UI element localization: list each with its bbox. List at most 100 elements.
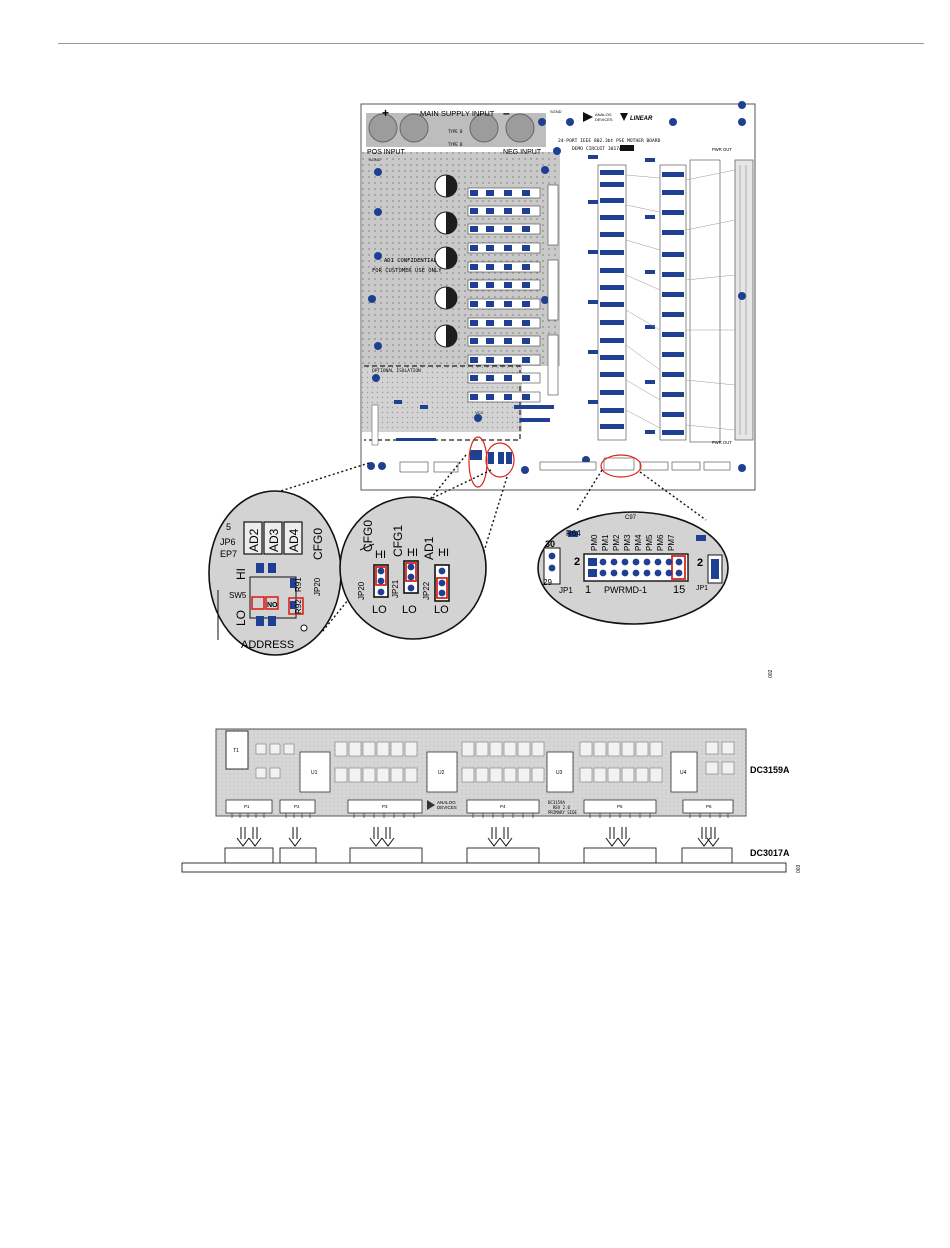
pm-4: PM4 bbox=[634, 534, 643, 551]
zoom-jumpers bbox=[339, 496, 487, 640]
dc-p5: P5 bbox=[617, 804, 623, 809]
dc-silk-dc: DC3159A bbox=[548, 800, 565, 805]
header-rule bbox=[58, 43, 924, 44]
dc-p4: P4 bbox=[500, 804, 506, 809]
pos-input-label: POS INPUT bbox=[367, 149, 405, 156]
addr-address: ADDRESS bbox=[241, 639, 294, 651]
jp-hi-1: HI bbox=[375, 549, 386, 561]
sgnd-label: SGND bbox=[550, 109, 562, 114]
jp-jp21: JP21 bbox=[391, 579, 400, 598]
supply-inputs: + – TYPE B TYPE B bbox=[366, 106, 546, 147]
pwrmd-2b: 2 bbox=[697, 557, 703, 569]
addr-jp20: JP20 bbox=[313, 577, 322, 596]
pwrmd-c97: C97 bbox=[625, 515, 637, 521]
lower-left-area bbox=[371, 400, 731, 488]
dc-p6: P6 bbox=[706, 804, 712, 809]
svg-text:TYPE B: TYPE B bbox=[448, 129, 463, 134]
daughter-card-name: DC3159A bbox=[750, 765, 790, 775]
logo-analog: ANALOG bbox=[595, 112, 612, 117]
jp-ad1: AD1 bbox=[422, 536, 436, 560]
vcc-label: VCC bbox=[475, 410, 484, 415]
pwrmd-r64: R64 bbox=[566, 529, 581, 538]
addr-ad3: AD3 bbox=[267, 528, 281, 552]
svg-text:–: – bbox=[503, 106, 510, 120]
dc-logo-analog: ANALOG bbox=[437, 800, 456, 805]
addr-r91: R91 bbox=[294, 577, 303, 592]
jp-jp22: JP22 bbox=[422, 581, 431, 600]
dc-p2: P2 bbox=[294, 804, 300, 809]
jp-lo-3: LO bbox=[434, 604, 449, 616]
dc-p1: P1 bbox=[244, 804, 250, 809]
jp-hi-3: HI bbox=[438, 547, 449, 559]
zoom-address bbox=[208, 490, 342, 656]
pwr-out-bottom-label: PWR OUT bbox=[712, 440, 732, 445]
pm-7: PM7 bbox=[667, 534, 676, 551]
zoom-pwrmd bbox=[537, 511, 729, 625]
svg-text:+: + bbox=[382, 106, 389, 120]
pwrmd-1: 1 bbox=[585, 584, 591, 596]
logo-devices: DEVICES bbox=[595, 117, 613, 122]
demo-suffix-box bbox=[620, 145, 634, 151]
addr-five: 5 bbox=[226, 522, 231, 532]
dc-logo-devices: DEVICES bbox=[437, 805, 457, 810]
board-logo bbox=[583, 112, 628, 122]
pm-1: PM1 bbox=[601, 534, 610, 551]
adi-confidential-label: ADI CONFIDENTIAL bbox=[384, 258, 438, 264]
figure-daughter-card: T1 U1 U2 U3 U4 P1 P2 P3 P4 P5 P6 DC3159A… bbox=[181, 728, 802, 873]
bulk-capacitors bbox=[434, 174, 458, 348]
jp-jp20: JP20 bbox=[357, 581, 366, 600]
dc-u2: U2 bbox=[438, 770, 445, 776]
mating-arrows bbox=[236, 827, 720, 847]
logo-linear: LINEAR bbox=[630, 116, 653, 122]
jp-hi-2: HI bbox=[407, 547, 418, 559]
pm-5: PM5 bbox=[645, 534, 654, 551]
dc-u3: U3 bbox=[556, 770, 563, 776]
demo-circuit-label: DEMO CIRCUIT 3017A bbox=[572, 146, 622, 152]
dc-p3: P3 bbox=[382, 804, 388, 809]
main-supply-label: MAIN SUPPLY INPUT bbox=[420, 109, 495, 118]
port-components bbox=[588, 155, 736, 443]
optional-isolation-label: OPTIONAL ISOLATION bbox=[372, 368, 421, 374]
addr-ad4: AD4 bbox=[287, 528, 301, 552]
dc-t1: T1 bbox=[233, 748, 239, 754]
addr-cfg0: CFG0 bbox=[311, 528, 325, 560]
customer-use-label: FOR CUSTOMER USE ONLY bbox=[372, 268, 442, 274]
figure2-code: 003 bbox=[796, 864, 802, 873]
neg-input-label: NEG INPUT bbox=[503, 149, 542, 156]
svg-text:TYPE B: TYPE B bbox=[448, 142, 463, 147]
mother-board-edge bbox=[181, 847, 787, 873]
mounting-holes bbox=[367, 101, 746, 474]
pwrmd-jp1: JP1 bbox=[559, 586, 573, 595]
pm-2: PM2 bbox=[612, 534, 621, 551]
left-component-rows bbox=[467, 184, 559, 403]
pcb-board bbox=[360, 103, 756, 491]
pm-6: PM6 bbox=[656, 534, 665, 551]
addr-no: NO bbox=[267, 602, 278, 609]
addr-r92: R92 bbox=[294, 599, 303, 614]
addr-ad2: AD2 bbox=[247, 528, 261, 552]
jp-cfg0: CFG0 bbox=[361, 520, 375, 552]
addr-hi: HI bbox=[234, 568, 248, 580]
dc-u4: U4 bbox=[680, 770, 687, 776]
figure1-code: 002 bbox=[768, 669, 774, 678]
pwrmd-30: 30 bbox=[545, 539, 555, 549]
figure-mother-board: + – TYPE B TYPE B MAIN SUPPLY INPUT POS … bbox=[208, 101, 774, 678]
addr-jp6: JP6 bbox=[220, 537, 236, 547]
daughter-board bbox=[215, 728, 747, 818]
pm-3: PM3 bbox=[623, 534, 632, 551]
pwr-out-top-label: PWR OUT bbox=[712, 147, 732, 152]
dc-silk-primary: PRIMARY SIDE bbox=[548, 810, 577, 815]
jp-cfg1: CFG1 bbox=[391, 525, 405, 557]
pwrmd-15: 15 bbox=[673, 584, 685, 596]
dc-silk-rev: REV 2.0 bbox=[553, 805, 570, 810]
jp-lo-2: LO bbox=[402, 604, 417, 616]
jp-lo-1: LO bbox=[372, 604, 387, 616]
pwrmd-2a: 2 bbox=[574, 556, 580, 568]
pwrmd-29: 29 bbox=[543, 578, 552, 587]
pm-0: PM0 bbox=[590, 534, 599, 551]
mother-board-name: DC3017A bbox=[750, 848, 790, 858]
agnd-label: AGND bbox=[369, 157, 381, 162]
addr-ep7: EP7 bbox=[220, 549, 237, 559]
pwrmd-jp-right: JP1 bbox=[696, 585, 708, 592]
dc-u1: U1 bbox=[311, 770, 318, 776]
